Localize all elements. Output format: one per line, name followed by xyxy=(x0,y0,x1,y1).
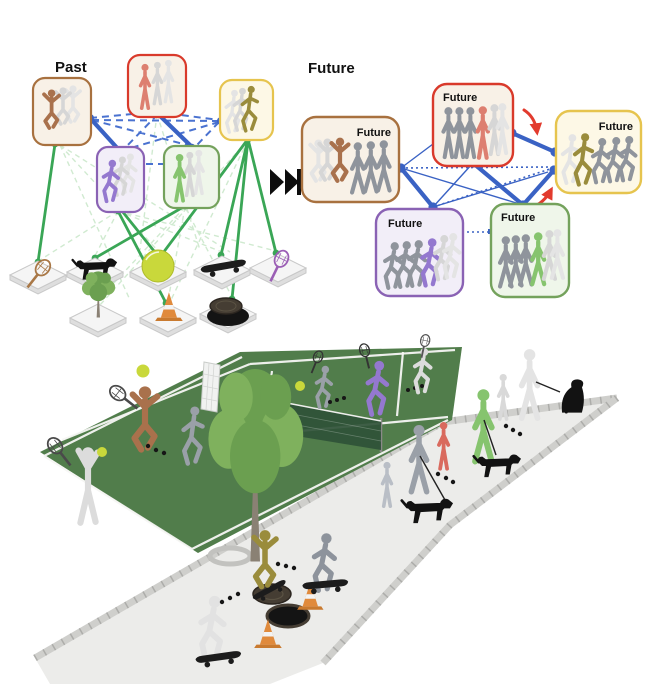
past-node-purple xyxy=(95,145,146,214)
future-node-brown: Future xyxy=(300,115,401,204)
tile-manhole xyxy=(199,297,257,334)
fast-forward-icon xyxy=(270,169,301,195)
skateboarder-white xyxy=(195,591,243,669)
tennis-net-left xyxy=(200,361,221,413)
motion-dots xyxy=(503,423,523,437)
leash xyxy=(419,455,446,501)
player-brown-jumper xyxy=(105,364,167,456)
leash xyxy=(483,419,497,456)
past-label: Past xyxy=(55,59,87,76)
dog-walker-green-group xyxy=(474,395,523,478)
motion-dots xyxy=(219,591,241,605)
future-node-label: Future xyxy=(501,212,535,224)
past-node-brown xyxy=(31,76,93,147)
tree-planter-ring xyxy=(207,545,253,567)
future-node-label: Future xyxy=(443,92,477,104)
future-node-label: Future xyxy=(388,218,422,230)
past-node-yellow xyxy=(218,78,275,142)
sitting-dog-icon xyxy=(560,378,585,414)
manhole-cover-icon xyxy=(209,297,243,315)
tile-tennis-racket xyxy=(9,255,67,295)
object-tiles xyxy=(9,247,307,338)
motion-dots xyxy=(275,561,297,571)
future-graph: Future Future F xyxy=(300,60,643,299)
tennis-ball xyxy=(295,381,305,391)
future-node-green: Future xyxy=(489,202,571,299)
tile-skateboard xyxy=(193,255,251,290)
scene xyxy=(33,332,620,684)
leash xyxy=(535,381,561,393)
motion-dots xyxy=(328,396,346,404)
red-arrow-icon xyxy=(522,108,543,136)
player-white-server xyxy=(43,433,107,523)
tile-tennis-ball xyxy=(129,249,187,292)
tennis-ball xyxy=(136,364,150,378)
future-heading: Future xyxy=(308,60,355,77)
tennis-ball xyxy=(97,447,107,457)
curb-lower xyxy=(320,395,620,666)
future-node-red: Future xyxy=(431,82,515,168)
future-node-yellow: Future xyxy=(554,109,643,195)
dog-walker-gray-group xyxy=(383,426,456,525)
player-gray-right xyxy=(295,348,346,408)
past-graph: Past xyxy=(9,53,307,338)
skateboarder-olive xyxy=(252,536,297,605)
past-node-red xyxy=(126,53,188,119)
dog-walker-white-group xyxy=(499,355,585,419)
past-node-green xyxy=(162,144,221,210)
future-node-purple: Future xyxy=(374,207,465,298)
tennis-ball-icon xyxy=(141,249,175,283)
future-node-label: Future xyxy=(599,121,633,133)
motion-dots xyxy=(435,471,456,485)
tree xyxy=(207,369,304,567)
future-node-label: Future xyxy=(357,127,391,139)
motion-dots xyxy=(145,443,167,456)
tile-traffic-cone xyxy=(139,292,197,338)
transition xyxy=(270,169,301,195)
tile-purple-racket xyxy=(249,247,307,288)
